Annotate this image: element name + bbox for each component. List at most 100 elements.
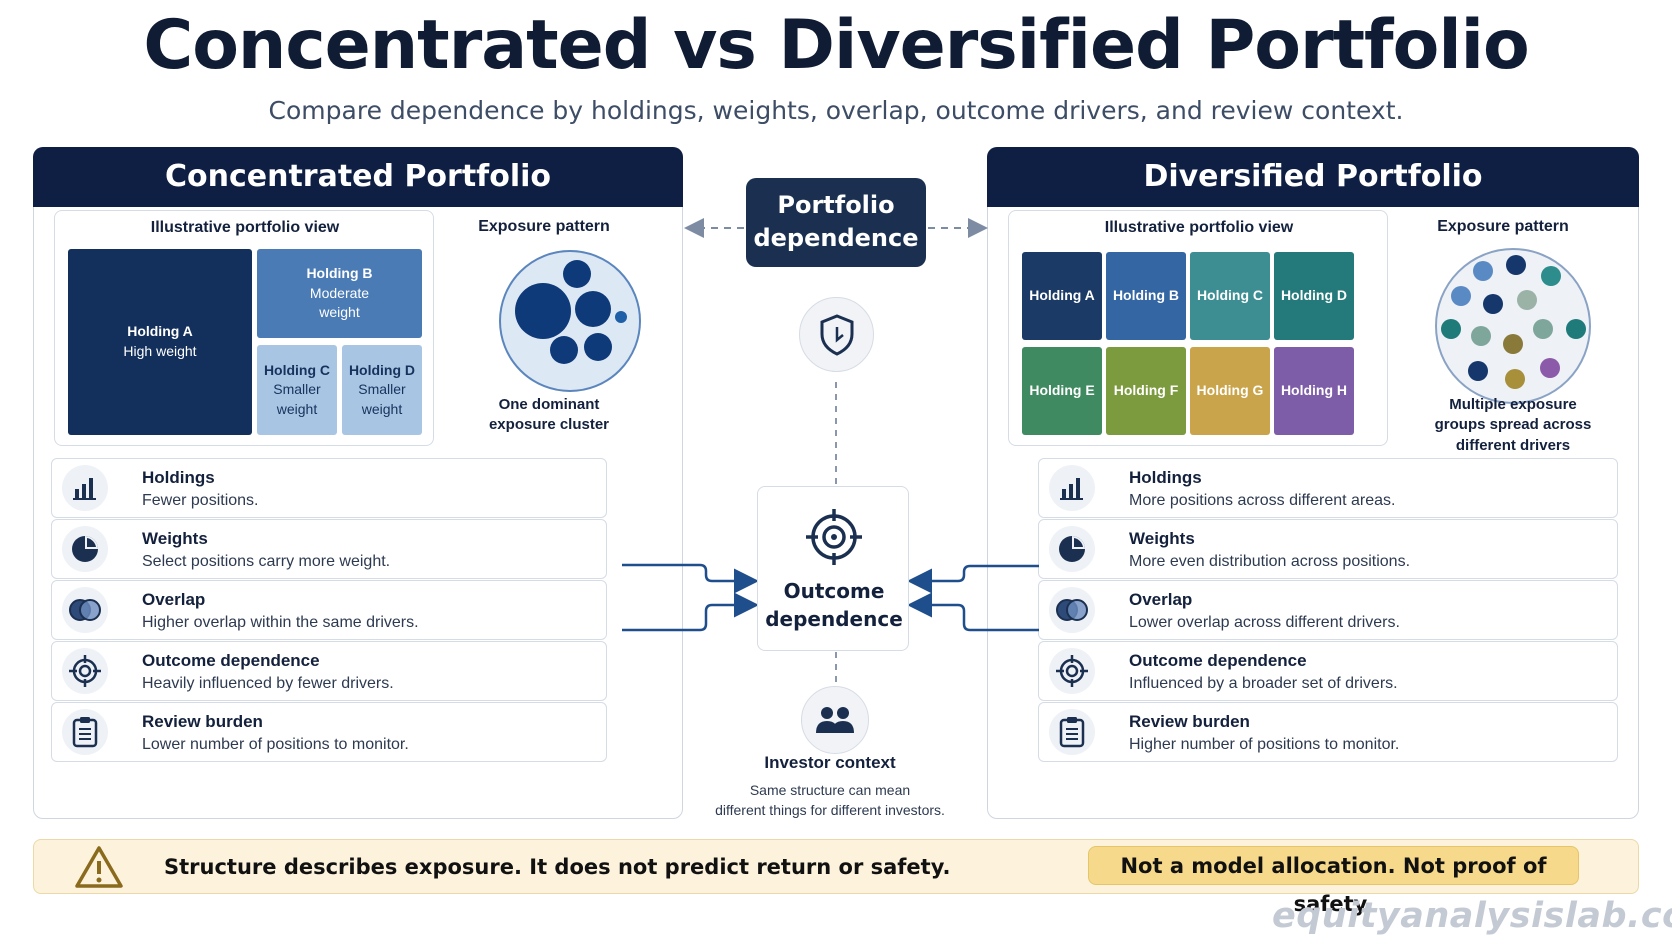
- tile-name: Holding E: [1029, 382, 1095, 399]
- row-title: Holdings: [142, 468, 215, 487]
- investor-context-title: Investor context: [764, 753, 896, 772]
- page-subtitle: Compare dependence by holdings, weights,…: [268, 96, 1404, 125]
- exposure-bubble: [1483, 294, 1503, 314]
- portfolio-dependence-pill: Portfolio dependence: [746, 178, 926, 267]
- tile-sub: Moderate: [309, 284, 370, 301]
- concentrated-portfolio-view: Illustrative portfolio view Holding A Hi…: [54, 210, 434, 446]
- pie-chart-icon: [1049, 526, 1095, 572]
- tile-holding-d: Holding D Smaller weight: [342, 345, 422, 435]
- tile-holding-h: Holding H: [1274, 347, 1354, 435]
- row-desc: Lower overlap across different drivers.: [1129, 614, 1400, 631]
- arrow-weights-left: [622, 563, 759, 594]
- exposure-bubble: [1468, 361, 1488, 381]
- tile-name: Holding F: [1113, 382, 1179, 399]
- exposure-caption: One dominant exposure cluster: [474, 395, 624, 436]
- outcome-line: dependence: [765, 607, 903, 631]
- exposure-bubble: [1517, 290, 1537, 310]
- arrow-weights-right: [907, 564, 1039, 594]
- row-title: Weights: [142, 529, 208, 548]
- concentrated-row-outcome: Outcome dependence Heavily influenced by…: [51, 641, 607, 701]
- concentrated-row-overlap: Overlap Higher overlap within the same d…: [51, 580, 607, 640]
- people-icon: [801, 686, 869, 754]
- tile-holding-c: Holding C: [1190, 252, 1270, 340]
- concentrated-panel-header: Concentrated Portfolio: [33, 147, 683, 207]
- tile-holding-d: Holding D: [1274, 252, 1354, 340]
- exposure-bubble: [550, 336, 578, 364]
- bar-chart-icon: [62, 465, 108, 511]
- tile-holding-b: Holding B: [1106, 252, 1186, 340]
- row-title: Overlap: [1129, 590, 1193, 609]
- bar-chart-icon: [1049, 465, 1095, 511]
- exposure-bubble: [1506, 255, 1526, 275]
- exposure-bubble: [515, 283, 571, 339]
- tile-holding-f: Holding F: [1106, 347, 1186, 435]
- tile-holding-e: Holding E: [1022, 347, 1102, 435]
- exposure-bubble: [563, 260, 591, 288]
- pie-chart-icon: [62, 526, 108, 572]
- exposure-caption: Multiple exposure groups spread across d…: [1418, 395, 1608, 456]
- diversified-panel: Diversified Portfolio Illustrative portf…: [987, 147, 1639, 819]
- concentrated-row-holdings: Holdings Fewer positions.: [51, 458, 607, 518]
- tile-sub: Smaller: [358, 381, 406, 398]
- clipboard-icon: [1049, 709, 1095, 755]
- investor-desc-line: Same structure can mean: [749, 782, 911, 798]
- concentrated-panel: Concentrated Portfolio Illustrative port…: [33, 147, 683, 819]
- tile-sub: Smaller: [273, 381, 321, 398]
- tile-name: Holding A: [1029, 287, 1095, 304]
- crosshair-icon: [1049, 648, 1095, 694]
- row-title: Outcome dependence: [1129, 651, 1307, 670]
- diversified-row-weights: Weights More even distribution across po…: [1038, 519, 1618, 579]
- exposure-bubble: [1533, 319, 1553, 339]
- concentrated-exposure-diagram: [499, 250, 641, 392]
- exposure-bubble: [1471, 326, 1491, 346]
- row-desc: Heavily influenced by fewer drivers.: [142, 675, 394, 692]
- diversified-panel-header: Diversified Portfolio: [987, 147, 1639, 207]
- row-desc: Higher overlap within the same drivers.: [142, 614, 419, 631]
- arrow-overlap-right: [907, 592, 1039, 632]
- outcome-line: Outcome: [783, 579, 885, 603]
- row-desc: Influenced by a broader set of drivers.: [1129, 675, 1398, 692]
- row-desc: More even distribution across positions.: [1129, 553, 1411, 570]
- row-title: Holdings: [1129, 468, 1202, 487]
- tile-name: Holding H: [1280, 382, 1348, 399]
- diversified-row-overlap: Overlap Lower overlap across different d…: [1038, 580, 1618, 640]
- exposure-bubble: [575, 291, 611, 327]
- shield-icon: [799, 297, 874, 372]
- caption-line: exposure cluster: [488, 416, 610, 434]
- pill-line: Portfolio: [777, 191, 895, 219]
- tile-sub2: weight: [361, 400, 403, 417]
- pill-line: dependence: [753, 224, 919, 252]
- row-desc: Higher number of positions to monitor.: [1129, 736, 1400, 753]
- tile-name: Holding B: [306, 265, 373, 282]
- diversified-exposure-diagram: [1435, 248, 1591, 404]
- exposure-bubble: [1566, 319, 1586, 339]
- arrow-overlap-left: [622, 592, 759, 632]
- tile-name: Holding C: [263, 361, 331, 378]
- exposure-label: Exposure pattern: [1437, 218, 1569, 235]
- tile-name: Holding C: [1196, 287, 1264, 304]
- row-desc: Lower number of positions to monitor.: [142, 736, 409, 753]
- overlap-icon: [1049, 587, 1095, 633]
- investor-desc-line: different things for different investors…: [715, 802, 945, 818]
- watermark: equityanalysislab.com: [1272, 896, 1672, 936]
- tile-holding-a: Holding A: [1022, 252, 1102, 340]
- tile-sub: High weight: [123, 343, 197, 359]
- concentrated-row-review: Review burden Lower number of positions …: [51, 702, 607, 762]
- outcome-label: Outcome dependence: [758, 577, 910, 633]
- tile-name: Holding G: [1196, 382, 1264, 399]
- exposure-label: Exposure pattern: [478, 218, 610, 235]
- exposure-bubble: [1473, 261, 1493, 281]
- tile-name: Holding A: [127, 323, 193, 340]
- tile-holding-c: Holding C Smaller weight: [257, 345, 337, 435]
- caption-line: One dominant: [498, 396, 600, 413]
- exposure-bubble: [1451, 286, 1471, 306]
- exposure-bubble: [1541, 266, 1561, 286]
- tile-holding-b: Holding B Moderate weight: [257, 249, 422, 338]
- tile-name: Holding D: [348, 361, 416, 378]
- warning-icon: [74, 845, 124, 894]
- exposure-bubble: [584, 333, 612, 361]
- view-label: Illustrative portfolio view: [150, 219, 340, 236]
- row-desc: Select positions carry more weight.: [142, 553, 391, 570]
- banner-pill: Not a model allocation. Not proof of saf…: [1088, 846, 1579, 916]
